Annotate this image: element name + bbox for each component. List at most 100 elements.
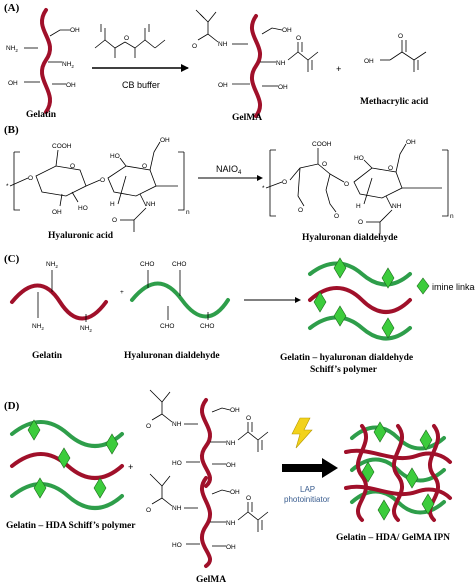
svg-text:OH: OH — [406, 139, 416, 146]
gelma-molecule-d-bottom: NH O OH NH O HO OH GelMA — [146, 473, 269, 585]
hda-label-b: Hyaluronan dialdehyde — [302, 233, 398, 243]
svg-text:OH: OH — [226, 544, 236, 551]
photoinitiator-label: photoinitiator — [284, 495, 330, 504]
svg-text:HO: HO — [110, 153, 120, 160]
gelma-molecule-d-top: NH O OH NH O HO OH — [146, 389, 269, 488]
svg-text:OH: OH — [278, 84, 288, 91]
gelatin-molecule: NH2 OH NH2 OH OH Gelatin — [6, 8, 80, 120]
svg-text:NH: NH — [172, 505, 182, 512]
panel-b: * O COOH O OH HO O O OH HO H NH — [6, 137, 454, 243]
hyaluronic-acid-label: Hyaluronic acid — [48, 231, 114, 241]
svg-text:n: n — [186, 209, 190, 216]
plus-d: + — [128, 463, 133, 473]
reaction-arrow-d — [282, 458, 338, 478]
imine-linkages-c — [313, 257, 395, 339]
panel-a: NH2 OH NH2 OH OH Gelatin O CB — [6, 8, 429, 123]
svg-text:NH2: NH2 — [80, 325, 92, 333]
ipn-network — [344, 421, 452, 522]
hda-strand-c: CHO CHO CHO CHO Hyaluronan dialdehyde — [124, 261, 230, 361]
methacrylic-anhydride: O — [94, 24, 166, 58]
svg-text:CHO: CHO — [140, 261, 154, 268]
svg-text:HO: HO — [78, 205, 88, 212]
gelatin-label-c: Gelatin — [32, 351, 63, 361]
panel-label-a: (A) — [4, 2, 20, 14]
svg-text:HO: HO — [354, 155, 364, 162]
hyaluronic-acid-molecule: * O COOH O OH HO O O OH HO H NH — [6, 137, 190, 241]
svg-text:O: O — [246, 415, 251, 422]
svg-text:H: H — [110, 201, 115, 208]
svg-text:NH: NH — [218, 41, 228, 48]
svg-text:NH2: NH2 — [62, 61, 74, 69]
svg-text:O: O — [70, 163, 75, 170]
schiff-polymer-c — [308, 257, 412, 341]
schiff-label-line1: Gelatin – hyaluronan dialdehyde — [280, 353, 413, 363]
svg-text:OH: OH — [226, 462, 236, 469]
gelma-label-d: GelMA — [196, 575, 226, 585]
svg-text:NH: NH — [392, 203, 402, 210]
plus-c: + — [120, 289, 124, 296]
svg-text:OH: OH — [364, 58, 374, 65]
svg-text:NH: NH — [276, 60, 286, 67]
ipn-label: Gelatin – HDA/ GelMA IPN — [336, 533, 450, 543]
cb-buffer-label: CB buffer — [122, 80, 160, 90]
svg-text:COOH: COOH — [312, 141, 332, 148]
svg-text:O: O — [142, 163, 147, 170]
svg-text:O: O — [388, 165, 393, 172]
svg-text:OH: OH — [160, 137, 170, 144]
svg-text:OH: OH — [282, 27, 292, 34]
legend-imine-label: imine linkage — [432, 282, 475, 292]
svg-text:NH2: NH2 — [32, 323, 44, 331]
panel-label-b: (B) — [4, 124, 19, 136]
plus-a: + — [336, 65, 341, 75]
gelatin-strand-c: NH2 NH2 NH2 Gelatin — [10, 261, 108, 361]
svg-text:HO: HO — [172, 460, 182, 467]
svg-text:O: O — [246, 495, 251, 502]
svg-text:CHO: CHO — [172, 261, 186, 268]
hda-molecule-b: * O COOH O O O O O OH HO H NH O — [262, 139, 454, 243]
gelma-molecule-a: NH O OH NH O OH OH GelMA — [192, 9, 319, 123]
lap-label: LAP — [300, 485, 315, 494]
svg-text:OH: OH — [8, 80, 18, 87]
svg-text:O: O — [124, 35, 129, 42]
legend-imine: imine linkage — [416, 277, 475, 295]
svg-text:*: * — [6, 183, 9, 190]
svg-text:NH2: NH2 — [46, 261, 58, 269]
svg-text:O: O — [28, 175, 33, 182]
svg-text:NH: NH — [226, 440, 236, 447]
hda-label-c: Hyaluronan dialdehyde — [124, 351, 220, 361]
schiff-label-d: Gelatin – HDA Schiff’s polymer — [6, 521, 136, 531]
svg-text:NH2: NH2 — [6, 45, 18, 53]
svg-text:O: O — [322, 161, 327, 168]
schiff-polymer-d: Gelatin – HDA Schiff’s polymer — [6, 419, 136, 531]
svg-text:NH: NH — [146, 201, 156, 208]
methacrylic-acid-label: Methacrylic acid — [360, 97, 429, 107]
svg-text:OH: OH — [230, 407, 240, 414]
svg-text:OH: OH — [70, 27, 80, 34]
svg-text:O: O — [358, 219, 363, 226]
svg-text:*: * — [262, 185, 265, 192]
schiff-label-line2: Schiff’s polymer — [310, 365, 378, 375]
svg-text:O: O — [146, 423, 151, 430]
svg-text:O: O — [192, 43, 197, 50]
svg-text:HO: HO — [172, 542, 182, 549]
svg-text:NH: NH — [226, 520, 236, 527]
panel-d: Gelatin – HDA Schiff’s polymer + NH O OH… — [6, 389, 452, 585]
svg-text:O: O — [282, 179, 287, 186]
panel-c: NH2 NH2 NH2 Gelatin + CHO CHO CHO CHO Hy… — [10, 257, 475, 375]
svg-text:COOH: COOH — [52, 143, 72, 150]
svg-text:O: O — [334, 213, 339, 220]
svg-text:O: O — [298, 207, 303, 214]
panel-label-d: (D) — [4, 400, 20, 412]
svg-text:CHO: CHO — [160, 323, 174, 330]
svg-text:CHO: CHO — [200, 323, 214, 330]
svg-text:O: O — [296, 35, 301, 42]
svg-text:n: n — [450, 213, 454, 220]
lightning-icon — [291, 417, 313, 449]
panel-label-c: (C) — [4, 253, 20, 265]
svg-text:OH: OH — [230, 489, 240, 496]
svg-text:NH: NH — [172, 421, 182, 428]
svg-text:OH: OH — [218, 82, 228, 89]
svg-text:H: H — [356, 203, 361, 210]
svg-text:OH: OH — [52, 209, 62, 216]
